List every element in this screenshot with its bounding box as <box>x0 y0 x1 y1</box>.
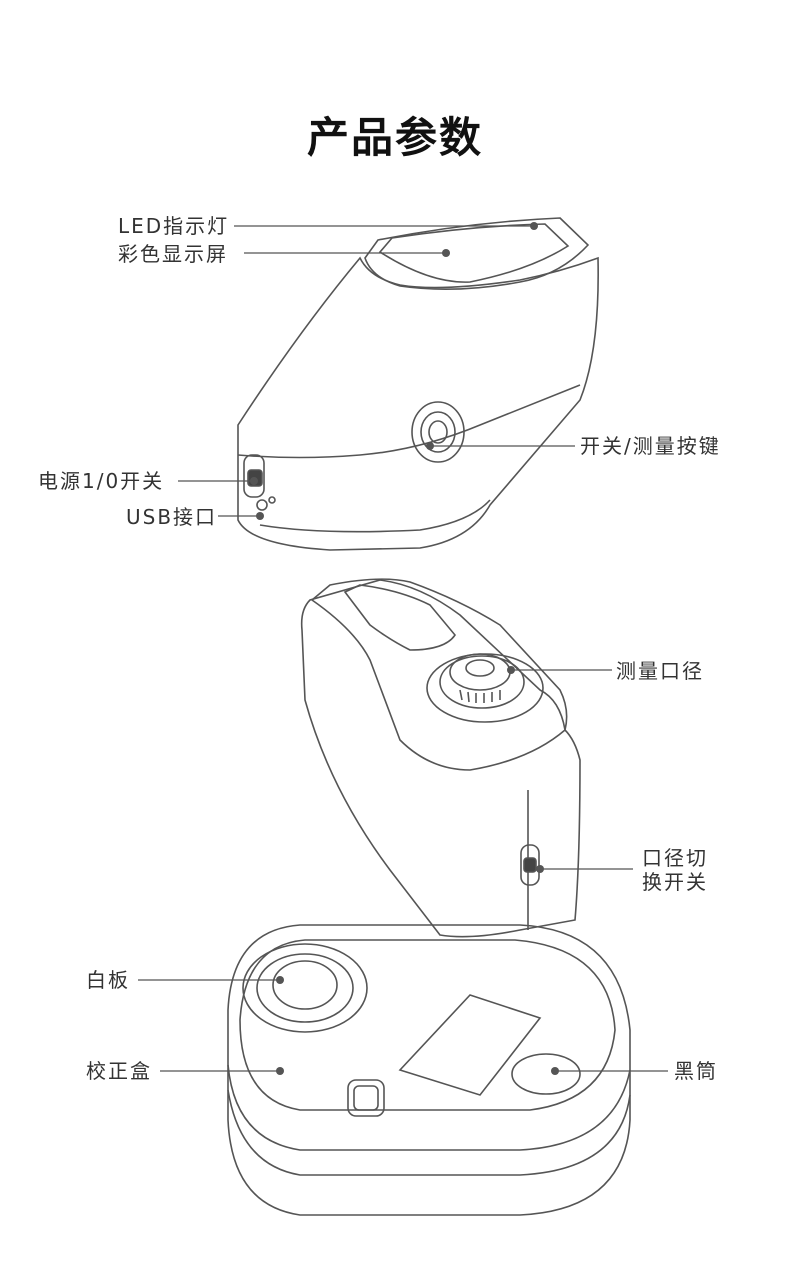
aperture-switch-label-2: 换开关 <box>642 870 708 894</box>
aperture-dot <box>507 666 515 674</box>
power-switch-label: 电源1/0开关 <box>38 469 165 493</box>
calib-box-lower-band <box>227 1064 631 1151</box>
aperture-switch-label-1: 口径切 <box>642 846 708 870</box>
white-plate-outer <box>242 943 368 1033</box>
measure-button-ring <box>420 411 456 453</box>
device2-body-outline <box>300 579 581 938</box>
white-plate-label: 白板 <box>86 968 130 992</box>
calib-box-dot <box>276 1067 284 1075</box>
screen-dot <box>442 249 450 257</box>
measure-key-label: 开关/测量按键 <box>580 434 721 458</box>
device-bottom-view <box>300 578 581 938</box>
power-switch-slot <box>243 454 265 498</box>
aperture-switch-knob <box>523 857 537 873</box>
power-dot <box>250 477 258 485</box>
aperture-label: 测量口径 <box>616 659 704 683</box>
aperture-switch-slot <box>520 844 540 886</box>
led-indicator-label: LED指示灯 <box>118 214 230 238</box>
device-base-band <box>237 384 581 459</box>
measure-key-dot <box>426 442 434 450</box>
calibration-box <box>227 924 631 1216</box>
device2-top-plate <box>310 578 568 771</box>
screen-glass <box>378 223 570 283</box>
color-screen-label: 彩色显示屏 <box>118 242 228 266</box>
white-plate-center <box>272 960 338 1010</box>
aperture-ring-mid <box>439 655 525 709</box>
page-title: 产品参数 <box>306 113 483 162</box>
white-plate-dot <box>276 976 284 984</box>
calib-box-panel <box>398 994 542 1096</box>
measure-button-core <box>428 420 448 444</box>
usb-dot <box>256 512 264 520</box>
calib-box-latch <box>347 1079 385 1117</box>
black-tube-dot <box>551 1067 559 1075</box>
aperture-center <box>465 659 495 677</box>
aperture-ring-outer <box>426 653 544 723</box>
white-plate-ring <box>256 953 354 1023</box>
led-indicator-dot <box>530 222 538 230</box>
measure-button-outer <box>411 401 465 463</box>
black-tube-label: 黑筒 <box>674 1059 718 1083</box>
device-body-outline <box>237 256 599 551</box>
device2-screen <box>343 584 456 651</box>
calib-box-outer <box>227 924 631 1216</box>
usb-port-label: USB接口 <box>126 505 218 529</box>
device-lower-band <box>259 499 491 533</box>
usb-port-outline <box>256 499 268 511</box>
aperture-switch-dot <box>536 865 544 873</box>
calib-box-label: 校正盒 <box>86 1059 152 1083</box>
device-top-view <box>237 217 599 551</box>
calib-box-rim <box>239 939 616 1111</box>
black-tube <box>511 1053 581 1095</box>
